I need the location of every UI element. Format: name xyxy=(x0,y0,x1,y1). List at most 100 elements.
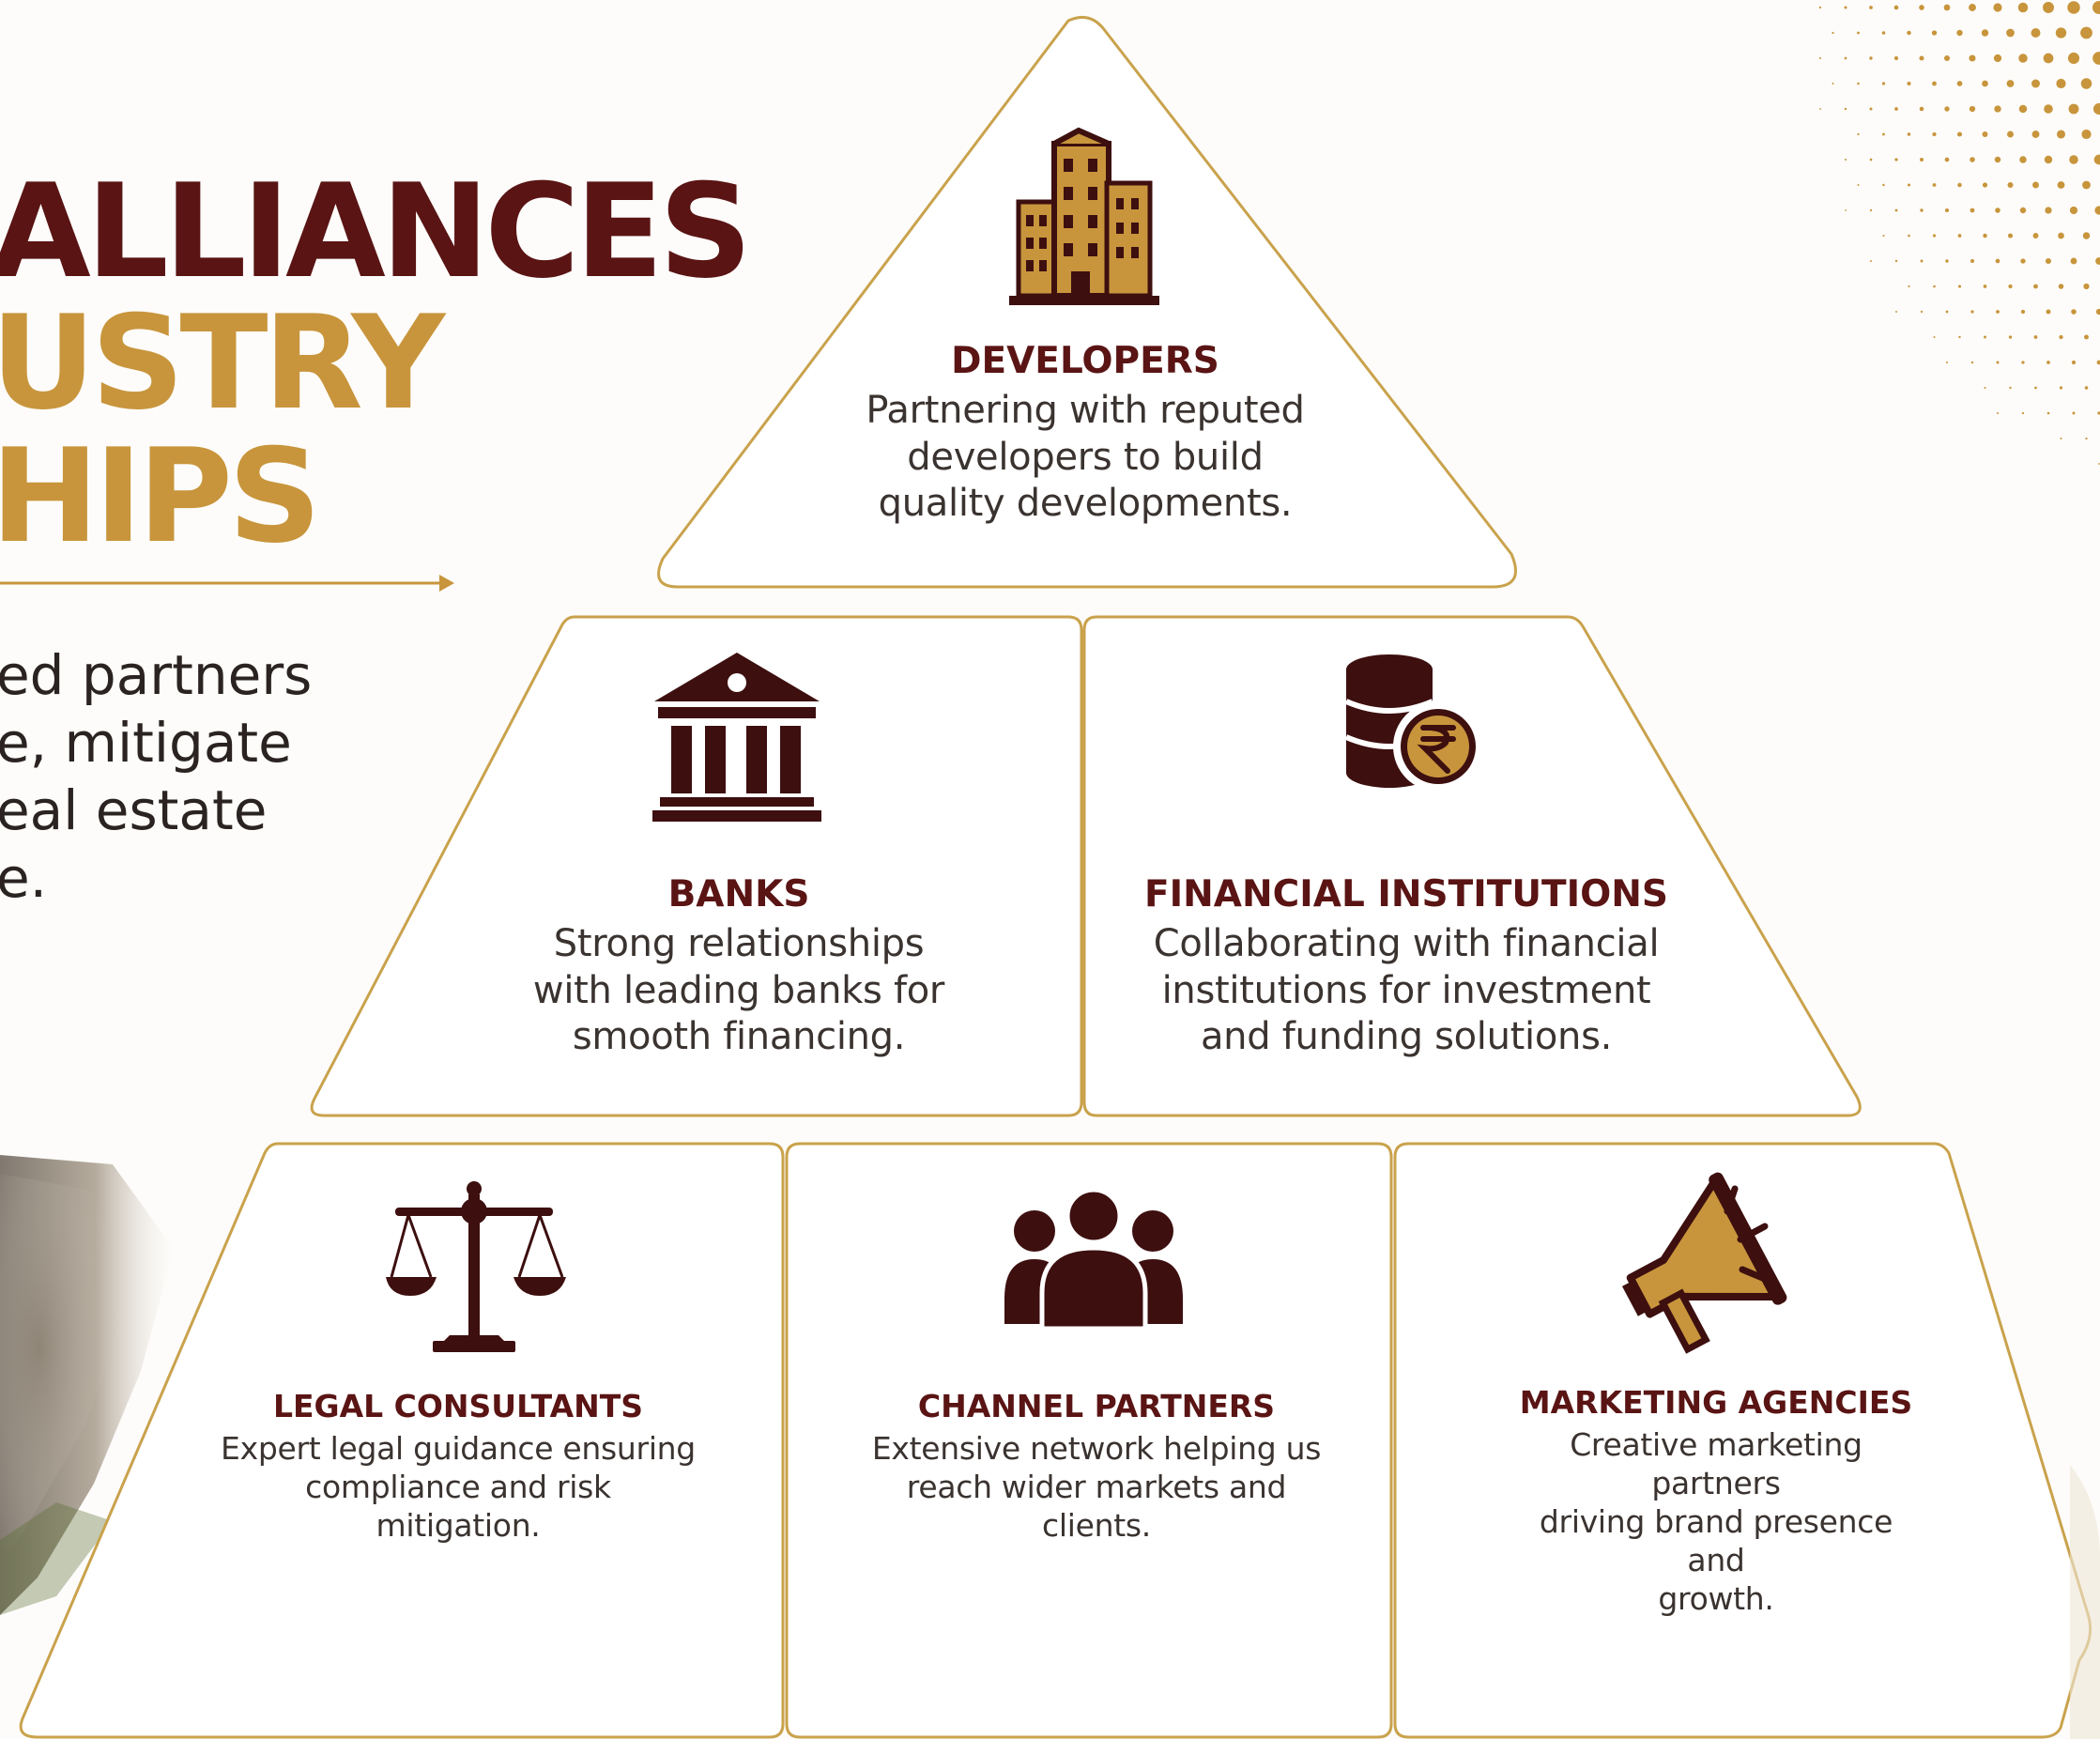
arrow-divider xyxy=(0,575,454,592)
dot xyxy=(1995,258,2000,264)
dot xyxy=(1956,81,1963,86)
dot xyxy=(2009,386,2012,390)
dot xyxy=(2007,233,2014,239)
intro-line-3: eal estate xyxy=(0,778,268,842)
intro-line-1: ed partners xyxy=(0,643,313,707)
dot xyxy=(1818,56,1822,60)
dot xyxy=(1857,31,1860,35)
buildings-icon xyxy=(1009,127,1159,305)
dot xyxy=(2045,207,2052,214)
dot xyxy=(1945,259,1949,263)
dot xyxy=(1893,5,1899,10)
coins-rupee-icon xyxy=(1344,654,1483,792)
dot xyxy=(1894,208,1898,212)
dot xyxy=(2031,79,2040,88)
dot xyxy=(2033,284,2038,289)
dot xyxy=(1957,285,1962,288)
tier-title: MARKETING AGENCIES xyxy=(1519,1384,1913,1421)
dot xyxy=(1920,259,1924,263)
dot xyxy=(2006,80,2015,87)
dot xyxy=(1956,29,1963,37)
dot xyxy=(1919,106,1924,112)
dot xyxy=(1994,105,2001,113)
dot xyxy=(2020,258,2026,264)
dot xyxy=(1933,285,1936,288)
tier-financial-shape xyxy=(1082,615,1862,1117)
dot xyxy=(1907,30,1911,36)
dot xyxy=(2071,309,2077,315)
dot xyxy=(1982,182,1988,188)
dot xyxy=(1931,30,1938,36)
tier-title: CHANNEL PARTNERS xyxy=(917,1388,1276,1424)
tier-financial-institutions: FINANCIAL INSTITUTIONS Collaborating wit… xyxy=(1144,873,1668,1061)
dot xyxy=(1882,183,1885,187)
dot xyxy=(2094,206,2100,215)
dot xyxy=(1881,82,1886,85)
people-group-icon xyxy=(1004,1187,1183,1331)
dot xyxy=(1945,361,1949,364)
dot xyxy=(1995,208,2000,213)
dot xyxy=(2046,309,2051,315)
dot xyxy=(2067,52,2080,65)
dot xyxy=(1956,131,1963,137)
dot xyxy=(1857,132,1860,136)
dot xyxy=(1869,208,1873,212)
dot xyxy=(1844,56,1847,60)
dot xyxy=(2046,361,2050,364)
tier-banks: BANKS Strong relationships with leading … xyxy=(533,873,944,1061)
dot xyxy=(2057,181,2065,189)
dot xyxy=(2032,181,2039,189)
dot xyxy=(2084,386,2089,390)
tier-description: Strong relationships with leading banks … xyxy=(532,922,945,1059)
dot xyxy=(2034,386,2037,390)
dot xyxy=(2031,28,2041,38)
dot xyxy=(2085,437,2088,440)
dot xyxy=(1919,55,1924,61)
dot xyxy=(1957,182,1962,188)
dot xyxy=(2019,156,2027,163)
dot xyxy=(1932,81,1937,86)
dot xyxy=(2044,155,2053,164)
dot xyxy=(2044,104,2053,114)
dot xyxy=(2070,257,2077,265)
dot xyxy=(1869,107,1873,111)
dot xyxy=(1844,6,1847,9)
dot xyxy=(1970,361,1974,364)
dot xyxy=(1969,54,1976,62)
dot xyxy=(2021,361,2025,364)
dot xyxy=(2069,155,2078,164)
dot xyxy=(1997,412,1999,414)
dot xyxy=(2056,78,2066,89)
dot xyxy=(1908,285,1910,288)
dot xyxy=(2020,309,2026,315)
dot xyxy=(2043,2,2054,13)
dot xyxy=(2071,360,2077,365)
dot xyxy=(1943,4,1951,11)
dot xyxy=(2008,335,2013,339)
dot xyxy=(2059,386,2063,390)
dot xyxy=(1832,31,1834,35)
dot xyxy=(1857,184,1860,186)
dot xyxy=(2081,129,2092,140)
dot xyxy=(2046,411,2050,415)
tier-title: LEGAL CONSULTANTS xyxy=(272,1388,644,1424)
dot xyxy=(2084,334,2089,340)
dot xyxy=(1996,361,2000,364)
dot xyxy=(1970,310,1974,314)
dot xyxy=(1957,234,1962,238)
dot xyxy=(2092,1,2100,14)
dot xyxy=(1894,259,1898,263)
title-line-3: HIPS xyxy=(0,421,321,572)
dot xyxy=(2058,284,2064,289)
dot xyxy=(1869,158,1873,162)
dot xyxy=(1944,208,1950,213)
dot xyxy=(1907,82,1911,85)
dot xyxy=(1895,311,1897,313)
dot xyxy=(1932,234,1937,238)
megaphone-icon xyxy=(1621,1172,1787,1354)
dot xyxy=(2043,53,2054,64)
dot xyxy=(1969,105,1976,113)
dot xyxy=(1982,80,1988,87)
dot xyxy=(2059,334,2063,340)
